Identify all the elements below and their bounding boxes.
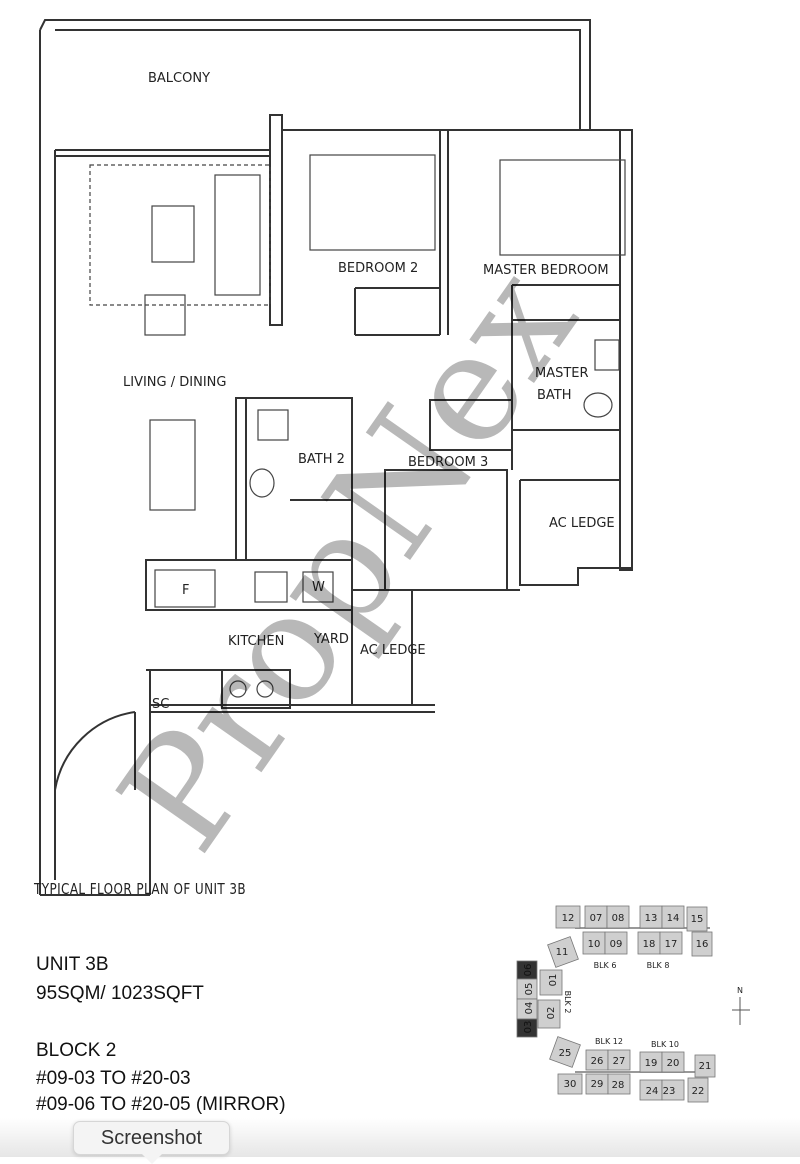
site-unit: 08 [606,905,630,929]
site-block-label: BLK 10 [651,1040,679,1049]
svg-text:30: 30 [564,1079,577,1090]
room-label-bath-2: BATH 2 [298,452,345,467]
svg-text:07: 07 [590,913,603,924]
north-arrow-icon: N [732,986,750,1025]
site-unit: 02 [537,999,561,1029]
site-unit: 23 [661,1079,685,1101]
floor-plan-title: TYPICAL FLOOR PLAN OF UNIT 3B [34,880,246,898]
room-label-yard: YARD [313,632,349,647]
unit-range: #09-03 TO #20-03 [36,1068,191,1089]
unit-range-mirror: #09-06 TO #20-05 (MIRROR) [36,1094,286,1115]
svg-text:04: 04 [524,1002,535,1015]
site-unit: 16 [691,931,713,957]
svg-text:15: 15 [691,914,704,925]
svg-text:26: 26 [591,1056,604,1067]
svg-text:25: 25 [559,1048,572,1059]
svg-text:02: 02 [546,1007,557,1020]
svg-text:N: N [737,986,743,995]
site-unit: 28 [607,1073,631,1095]
room-label-living-dining: LIVING / DINING [123,375,226,390]
site-unit: 24 [639,1079,663,1101]
site-unit: 12 [555,905,581,929]
room-label-ac-ledge: AC LEDGE [549,516,615,531]
site-unit: 01 [539,969,563,996]
svg-text:16: 16 [696,939,709,950]
room-label-balcony: BALCONY [148,71,210,86]
site-block-label: BLK 12 [595,1037,623,1046]
site-unit: 14 [661,905,685,929]
site-unit: 13 [639,905,663,929]
svg-text:14: 14 [667,913,680,924]
svg-text:06: 06 [523,964,534,977]
site-unit: 04 [516,998,538,1020]
watermark: PropNex [87,237,610,880]
room-label-ac-ledge-2: AC LEDGE [360,643,426,658]
site-unit: 30 [557,1073,583,1095]
room-label-kitchen: KITCHEN [228,634,284,649]
site-unit: 09 [604,931,628,955]
svg-text:27: 27 [613,1056,626,1067]
svg-text:13: 13 [645,913,658,924]
svg-text:01: 01 [548,974,559,987]
site-unit: 10 [582,931,606,955]
svg-text:11: 11 [556,947,569,958]
svg-text:20: 20 [667,1058,680,1069]
screenshot-tooltip[interactable]: Screenshot [73,1121,230,1164]
site-unit: 27 [607,1049,631,1071]
unit-area: 95SQM/ 1023SQFT [36,983,204,1004]
svg-text:17: 17 [665,939,678,950]
site-unit: 15 [686,906,708,932]
site-unit: 05 [516,978,538,1000]
furniture [89,154,626,698]
svg-text:08: 08 [612,913,625,924]
block-label: BLOCK 2 [36,1040,117,1061]
site-unit: 29 [585,1073,609,1095]
svg-text:18: 18 [643,939,656,950]
room-label-master-bath-2: BATH [537,388,572,403]
site-unit: 18 [637,931,661,955]
svg-text:21: 21 [699,1061,712,1072]
site-unit: 26 [585,1049,609,1071]
site-unit: 25 [549,1036,581,1068]
site-unit: 07 [584,905,608,929]
svg-text:10: 10 [588,939,601,950]
site-block-label: BLK 8 [647,961,670,970]
svg-text:05: 05 [524,983,535,996]
site-unit: 17 [659,931,683,955]
fridge-label: F [182,583,189,598]
svg-text:23: 23 [663,1086,676,1097]
unit-type: UNIT 3B [36,954,109,975]
room-labels: BALCONY BEDROOM 2 MASTER BEDROOM LIVING … [123,71,615,712]
site-block-label: BLK 6 [594,961,617,970]
svg-text:03: 03 [523,1021,534,1034]
site-block-label: BLK 2 [563,991,572,1014]
site-unit: 22 [687,1077,709,1103]
svg-text:28: 28 [612,1080,625,1091]
svg-text:12: 12 [562,913,575,924]
site-unit: 21 [694,1054,716,1078]
room-label-bedroom-3: BEDROOM 3 [408,455,488,470]
site-unit-highlighted: 03 [516,1018,538,1038]
svg-text:29: 29 [591,1079,604,1090]
room-label-master-bedroom: MASTER BEDROOM [483,263,609,278]
room-label-master-bath: MASTER [535,366,589,381]
walls [39,19,633,896]
site-unit-highlighted: 06 [516,960,538,980]
room-label-bedroom-2: BEDROOM 2 [338,261,418,276]
site-plan: 12 07 08 13 14 15 11 10 09 18 17 16 BLK … [516,905,750,1103]
site-unit: 19 [639,1051,663,1073]
site-unit: 20 [661,1051,685,1073]
svg-text:24: 24 [646,1086,659,1097]
svg-text:22: 22 [692,1086,705,1097]
room-label-sc: SC [152,697,169,712]
site-unit: 11 [547,936,579,968]
svg-text:19: 19 [645,1058,658,1069]
washer-label: W [312,580,325,595]
svg-text:09: 09 [610,939,623,950]
